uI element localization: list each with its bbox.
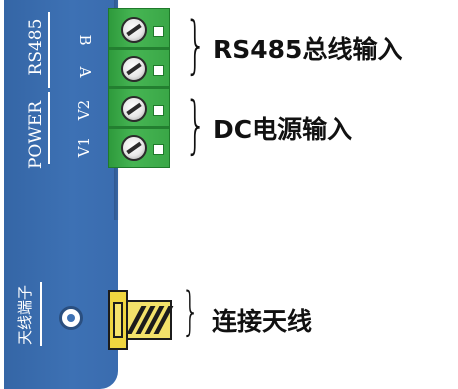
connect-antenna-label: 连接天线	[212, 307, 313, 336]
rs485-brace: }	[184, 8, 207, 81]
terminal-separator	[109, 86, 169, 89]
terminal-block	[108, 8, 170, 168]
pin-b-label: B	[76, 34, 94, 46]
pin-hole-b	[153, 26, 164, 37]
antenna-divider	[40, 282, 42, 346]
rs485-input-label: RS485总线输入	[213, 35, 403, 64]
terminal-separator	[109, 47, 169, 50]
antenna-brace: }	[181, 282, 200, 342]
antenna-port-icon[interactable]	[59, 306, 83, 330]
terminal-separator	[109, 126, 169, 129]
antenna-nut-inner	[113, 302, 123, 338]
screw-v2-icon[interactable]	[121, 96, 147, 122]
antenna-connector-icon[interactable]	[124, 300, 174, 340]
screw-a-icon[interactable]	[121, 56, 147, 82]
antenna-port-label: 天线端子	[16, 285, 34, 346]
rs485-group-label: RS485	[26, 18, 46, 76]
pin-v1-label: V1	[75, 136, 93, 158]
pin-a-label: A	[76, 66, 94, 78]
pin-hole-v1	[153, 144, 164, 155]
power-divider	[48, 92, 50, 164]
power-group-label: POWER	[26, 100, 46, 170]
pin-hole-v2	[153, 105, 164, 116]
pin-v2-label: V2	[75, 99, 93, 121]
pin-hole-a	[153, 65, 164, 76]
dc-brace: }	[184, 88, 207, 161]
screw-v1-icon[interactable]	[121, 135, 147, 161]
rs485-divider	[48, 12, 50, 88]
screw-b-icon[interactable]	[121, 17, 147, 43]
dc-input-label: DC电源输入	[213, 115, 353, 144]
antenna-nut-icon	[108, 290, 128, 350]
